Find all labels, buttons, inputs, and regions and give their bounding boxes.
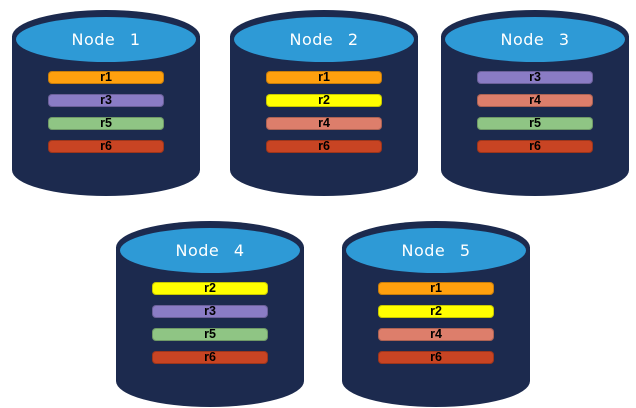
replica-label: r2 bbox=[204, 281, 216, 295]
cylinder-top-face: Node 1 bbox=[16, 17, 196, 62]
node-1-cylinder: Node 1 r1 r3 r5 r6 bbox=[12, 10, 200, 196]
replica-label: r3 bbox=[100, 93, 112, 107]
replica-list: r2 r3 r5 r6 bbox=[116, 282, 304, 364]
replica-list: r1 r3 r5 r6 bbox=[12, 71, 200, 153]
replica-bar: r6 bbox=[48, 140, 164, 153]
replica-label: r5 bbox=[100, 116, 112, 130]
replica-bar: r2 bbox=[266, 94, 382, 107]
cylinder-top-face: Node 5 bbox=[346, 228, 526, 273]
replica-bar: r4 bbox=[378, 328, 494, 341]
replica-label: r5 bbox=[529, 116, 541, 130]
replica-list: r1 r2 r4 r6 bbox=[230, 71, 418, 153]
replica-label: r6 bbox=[204, 350, 216, 364]
replica-list: r1 r2 r4 r6 bbox=[342, 282, 530, 364]
replica-label: r5 bbox=[204, 327, 216, 341]
replica-label: r4 bbox=[529, 93, 541, 107]
replica-list: r3 r4 r5 r6 bbox=[441, 71, 629, 153]
cylinder-top-face: Node 2 bbox=[234, 17, 414, 62]
replica-label: r4 bbox=[318, 116, 330, 130]
replica-label: r4 bbox=[430, 327, 442, 341]
node-title: Node 1 bbox=[71, 30, 141, 49]
replica-bar: r4 bbox=[266, 117, 382, 130]
replica-bar: r2 bbox=[378, 305, 494, 318]
replica-label: r6 bbox=[318, 139, 330, 153]
replica-bar: r3 bbox=[152, 305, 268, 318]
cylinder-top-face: Node 4 bbox=[120, 228, 300, 273]
replica-bar: r5 bbox=[152, 328, 268, 341]
replica-label: r1 bbox=[430, 281, 442, 295]
replica-label: r1 bbox=[318, 70, 330, 84]
replica-bar: r2 bbox=[152, 282, 268, 295]
node-2-cylinder: Node 2 r1 r2 r4 r6 bbox=[230, 10, 418, 196]
replica-label: r2 bbox=[318, 93, 330, 107]
node-3-cylinder: Node 3 r3 r4 r5 r6 bbox=[441, 10, 629, 196]
replica-label: r3 bbox=[204, 304, 216, 318]
replica-bar: r3 bbox=[48, 94, 164, 107]
replica-label: r3 bbox=[529, 70, 541, 84]
replica-bar: r1 bbox=[48, 71, 164, 84]
cylinder-top-face: Node 3 bbox=[445, 17, 625, 62]
replica-bar: r6 bbox=[266, 140, 382, 153]
replica-bar: r1 bbox=[266, 71, 382, 84]
node-title: Node 5 bbox=[401, 241, 471, 260]
replica-bar: r3 bbox=[477, 71, 593, 84]
replica-label: r2 bbox=[430, 304, 442, 318]
replica-label: r6 bbox=[430, 350, 442, 364]
replica-bar: r6 bbox=[152, 351, 268, 364]
replica-label: r6 bbox=[529, 139, 541, 153]
node-4-cylinder: Node 4 r2 r3 r5 r6 bbox=[116, 221, 304, 407]
node-title: Node 3 bbox=[500, 30, 570, 49]
node-title: Node 2 bbox=[289, 30, 359, 49]
node-title: Node 4 bbox=[175, 241, 245, 260]
replica-label: r6 bbox=[100, 139, 112, 153]
replica-bar: r5 bbox=[477, 117, 593, 130]
replica-bar: r1 bbox=[378, 282, 494, 295]
replica-bar: r6 bbox=[477, 140, 593, 153]
replica-label: r1 bbox=[100, 70, 112, 84]
replica-bar: r4 bbox=[477, 94, 593, 107]
node-5-cylinder: Node 5 r1 r2 r4 r6 bbox=[342, 221, 530, 407]
replica-bar: r5 bbox=[48, 117, 164, 130]
replica-bar: r6 bbox=[378, 351, 494, 364]
